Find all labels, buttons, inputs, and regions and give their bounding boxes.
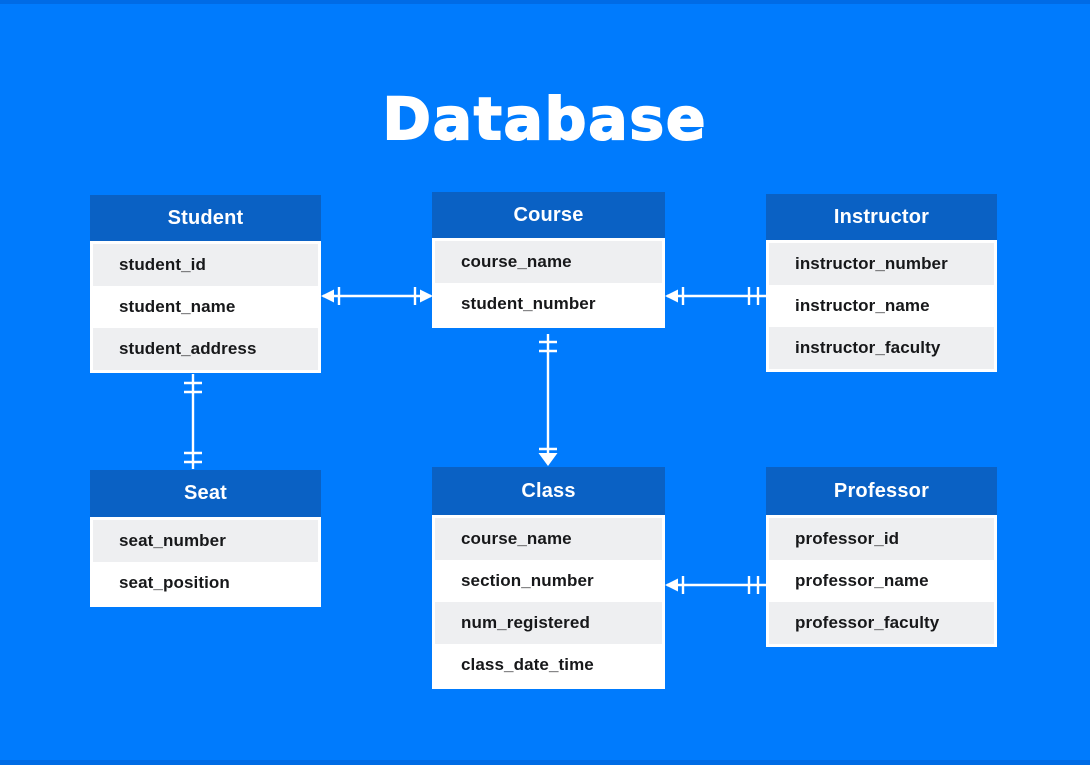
table-title-course: Course bbox=[432, 192, 665, 238]
table-body: professor_id professor_name professor_fa… bbox=[766, 515, 997, 647]
field-row: num_registered bbox=[435, 602, 662, 644]
field-row: professor_faculty bbox=[769, 602, 994, 644]
table-title-class: Class bbox=[432, 467, 665, 515]
table-title-professor: Professor bbox=[766, 467, 997, 515]
entity-table-instructor: Instructor instructor_number instructor_… bbox=[766, 194, 997, 372]
field-row: instructor_number bbox=[769, 243, 994, 285]
bottom-edge-strip bbox=[0, 760, 1090, 765]
relationship-class-professor bbox=[665, 576, 766, 594]
table-title-student: Student bbox=[90, 195, 321, 241]
field-row: student_name bbox=[93, 286, 318, 328]
entity-table-seat: Seat seat_number seat_position bbox=[90, 470, 321, 607]
field-row: student_number bbox=[435, 283, 662, 325]
field-row: seat_position bbox=[93, 562, 318, 604]
field-row: seat_number bbox=[93, 520, 318, 562]
table-body: instructor_number instructor_name instru… bbox=[766, 240, 997, 372]
relationship-course-class bbox=[538, 334, 558, 466]
table-title-instructor: Instructor bbox=[766, 194, 997, 240]
field-row: student_id bbox=[93, 244, 318, 286]
table-body: student_id student_name student_address bbox=[90, 241, 321, 373]
field-row: class_date_time bbox=[435, 644, 662, 686]
field-row: course_name bbox=[435, 241, 662, 283]
entity-table-class: Class course_name section_number num_reg… bbox=[432, 467, 665, 689]
table-body: course_name section_number num_registere… bbox=[432, 515, 665, 689]
table-body: seat_number seat_position bbox=[90, 517, 321, 607]
field-row: professor_id bbox=[769, 518, 994, 560]
relationship-student-seat bbox=[184, 374, 202, 469]
relationship-course-instructor bbox=[665, 287, 766, 305]
page-title: Database bbox=[382, 84, 708, 154]
table-body: course_name student_number bbox=[432, 238, 665, 328]
entity-table-course: Course course_name student_number bbox=[432, 192, 665, 328]
field-row: professor_name bbox=[769, 560, 994, 602]
field-row: instructor_name bbox=[769, 285, 994, 327]
field-row: section_number bbox=[435, 560, 662, 602]
field-row: instructor_faculty bbox=[769, 327, 994, 369]
entity-table-student: Student student_id student_name student_… bbox=[90, 195, 321, 373]
table-title-seat: Seat bbox=[90, 470, 321, 517]
relationship-student-course bbox=[321, 287, 433, 305]
entity-table-professor: Professor professor_id professor_name pr… bbox=[766, 467, 997, 647]
field-row: student_address bbox=[93, 328, 318, 370]
field-row: course_name bbox=[435, 518, 662, 560]
top-edge-strip bbox=[0, 0, 1090, 4]
